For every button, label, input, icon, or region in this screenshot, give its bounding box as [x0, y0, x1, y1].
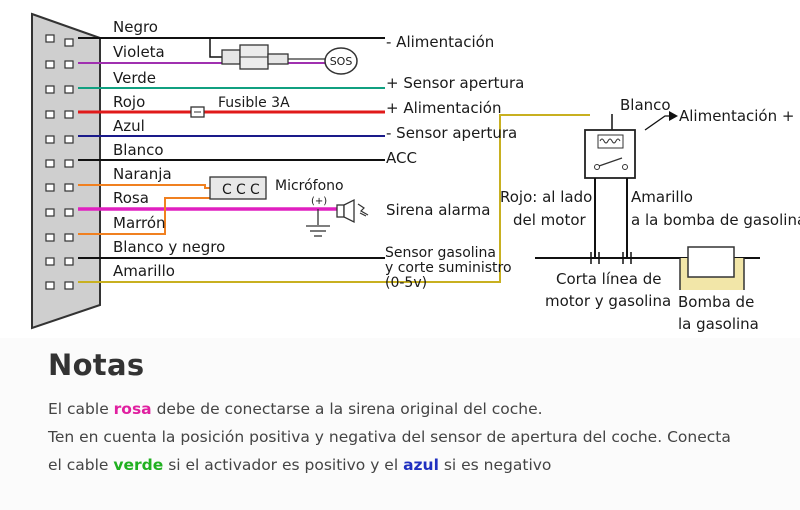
relay-blanco-label: Blanco	[620, 96, 671, 114]
dest-rosa: Sirena alarma	[386, 201, 490, 219]
sos-switch: SOS	[209, 38, 358, 75]
microphone-icon: C C C	[209, 176, 267, 200]
wire-label-naranja: Naranja	[113, 165, 172, 183]
wire-label-violeta: Violeta	[113, 43, 165, 61]
notes-line-2: Ten en cuenta la posición positiva y neg…	[48, 428, 731, 446]
rojo-label-2: del motor	[513, 211, 587, 229]
dest-negro: - Alimentación	[386, 33, 494, 51]
wire-marron	[78, 197, 225, 235]
bomba-label-1: Bomba de	[678, 293, 754, 311]
ground-icon	[306, 225, 330, 237]
microphone-label: Micrófono	[275, 178, 344, 194]
corta-label-1: Corta línea de	[556, 270, 661, 288]
sos-label: SOS	[330, 55, 353, 68]
rojo-label-1: Rojo: al lado	[500, 188, 592, 206]
notes-line-3: el cable verde si el activador es positi…	[48, 456, 551, 474]
notes-highlight-verde: verde	[113, 456, 164, 474]
bomba-label-2: la gasolina	[678, 315, 759, 333]
dest-rojo: + Alimentación	[386, 99, 501, 117]
sensor-label-1: Sensor gasolina	[385, 245, 496, 261]
relay-power-label: Alimentación +	[679, 107, 794, 125]
dest-blanco: ACC	[386, 149, 417, 167]
notes-line-1: El cable rosa debe de conectarse a la si…	[48, 400, 543, 418]
svg-text:C: C	[250, 182, 260, 198]
svg-text:C: C	[236, 182, 246, 198]
wire-label-rojo: Rojo	[113, 93, 145, 111]
wire-label-blanco-negro: Blanco y negro	[113, 238, 225, 256]
mic-plus-label: (+)	[311, 196, 327, 207]
notes-highlight-rosa: rosa	[113, 400, 152, 418]
fuel-pump-icon	[679, 246, 745, 290]
wire-label-negro: Negro	[113, 18, 158, 36]
wire-label-amarillo: Amarillo	[113, 262, 175, 280]
dest-azul: - Sensor apertura	[386, 124, 517, 142]
wiring-diagram: SOS Fusible 3A C C C Micrófono (+) Negro…	[31, 12, 800, 333]
fuse-label: Fusible 3A	[218, 95, 290, 111]
sensor-label-2: y corte suministro	[385, 260, 512, 276]
notes-highlight-azul: azul	[403, 456, 439, 474]
corta-label-2: motor y gasolina	[545, 292, 671, 310]
wire-label-azul: Azul	[113, 117, 145, 135]
wire-amarillo	[78, 114, 590, 283]
connector-pins	[45, 34, 74, 290]
wire-label-verde: Verde	[113, 69, 156, 87]
notes-text: debe de conectarse a la sirena original …	[151, 400, 543, 418]
notes-title: Notas	[48, 348, 145, 382]
arrow-icon	[669, 111, 678, 121]
siren-icon	[336, 198, 369, 224]
wire-label-rosa: Rosa	[113, 189, 149, 207]
sensor-label-3: (0-5v)	[385, 275, 427, 291]
dest-verde: + Sensor apertura	[386, 74, 524, 92]
relay-box	[584, 129, 636, 179]
wire-label-marron: Marrón	[113, 214, 166, 232]
amarillo-label-2: a la bomba de gasolina	[631, 211, 800, 229]
notes-text: si el activador es positivo y el	[163, 456, 404, 474]
notes-text: El cable	[48, 400, 114, 418]
notes-panel	[0, 338, 800, 510]
amarillo-label-1: Amarillo	[631, 188, 693, 206]
svg-text:C: C	[222, 182, 232, 198]
notes-text: el cable	[48, 456, 114, 474]
wire-label-blanco: Blanco	[113, 141, 164, 159]
notes-text: si es negativo	[438, 456, 552, 474]
